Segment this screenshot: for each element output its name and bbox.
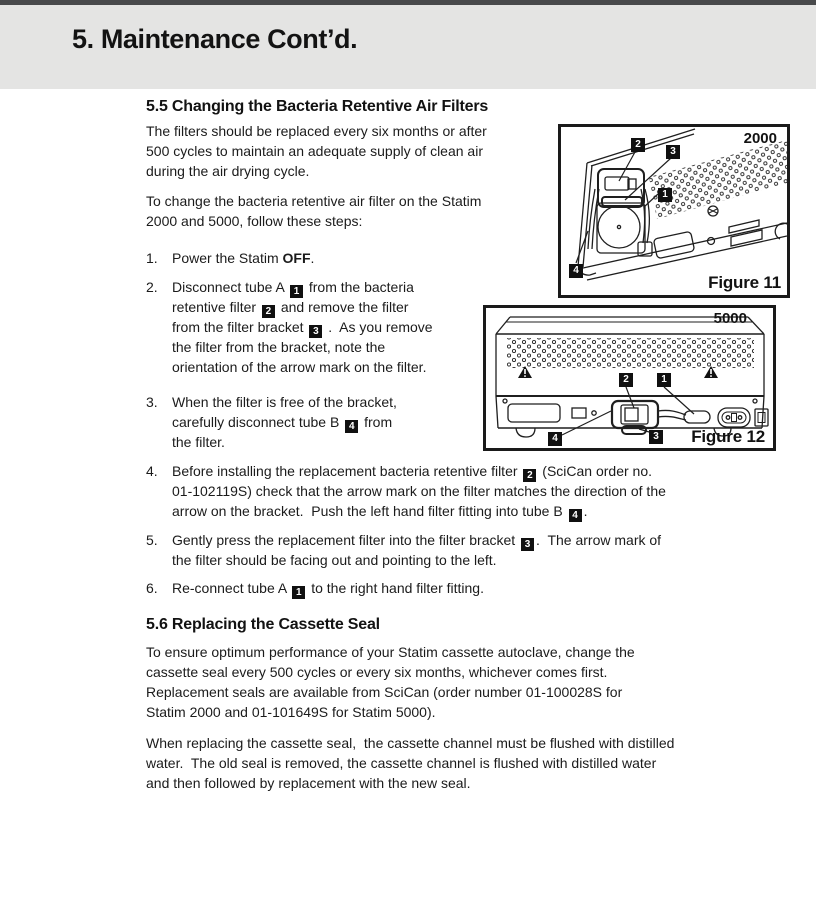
figure-11-marker-4: 4: [569, 264, 583, 278]
figure-11-diagram: [575, 128, 787, 281]
step-1: 1. Power the Statim OFF.: [146, 248, 314, 268]
section-55-para2: To change the bacteria retentive air fil…: [146, 193, 482, 229]
figure-12-marker-1: 1: [657, 373, 671, 387]
step-4: 4. Before installing the replacement bac…: [146, 461, 666, 522]
figure-12-marker-3: 3: [649, 430, 663, 444]
step-number: 2.: [146, 279, 158, 295]
page-title: 5. Maintenance Cont’d.: [72, 24, 358, 54]
section-56-para1: To ensure optimum performance of your St…: [146, 644, 635, 720]
figure-12-model-label: 5000: [713, 310, 747, 327]
top-accent-bar: [0, 0, 816, 5]
step-text: Before installing the replacement bacter…: [172, 463, 666, 522]
section-55-para1: The filters should be replaced every six…: [146, 123, 487, 179]
figure-12: 5000 2 1 4 3 Figure 12: [483, 305, 776, 451]
section-55-heading: 5.5 Changing the Bacteria Retentive Air …: [146, 98, 489, 115]
step-number: 3.: [146, 394, 158, 410]
figure-11-marker-2: 2: [631, 138, 645, 152]
step-number: 4.: [146, 463, 158, 479]
step-text: When the filter is free of the bracket,c…: [172, 394, 397, 450]
step-number: 5.: [146, 532, 158, 548]
figure-12-marker-4: 4: [548, 432, 562, 446]
step-text: Power the Statim OFF.: [172, 250, 315, 266]
figure-11: 2000 2 3 1 4 Figure 11: [558, 124, 790, 298]
header-band: [0, 5, 816, 89]
figure-11-marker-1: 1: [658, 188, 672, 202]
figure-12-marker-2: 2: [619, 373, 633, 387]
section-56-para2: When replacing the cassette seal, the ca…: [146, 735, 675, 791]
step-text: Gently press the replacement filter into…: [172, 532, 662, 568]
step-number: 6.: [146, 580, 158, 596]
step-6: 6. Re-connect tube A 1 to the right hand…: [146, 578, 484, 599]
figure-11-marker-3: 3: [666, 145, 680, 159]
section-56-heading: 5.6 Replacing the Cassette Seal: [146, 616, 380, 633]
step-5: 5. Gently press the replacement filter i…: [146, 530, 661, 570]
figure-12-diagram: [495, 316, 769, 438]
figure-11-model-label: 2000: [743, 130, 777, 147]
step-number: 1.: [146, 250, 158, 266]
step-3: 3. When the filter is free of the bracke…: [146, 392, 397, 452]
step-2: 2. Disconnect tube A 1 from the bacteria…: [146, 277, 433, 377]
figure-11-caption: Figure 11: [708, 273, 781, 292]
figure-12-caption: Figure 12: [691, 427, 765, 446]
step-text: Re-connect tube A 1 to the right hand fi…: [172, 580, 484, 599]
